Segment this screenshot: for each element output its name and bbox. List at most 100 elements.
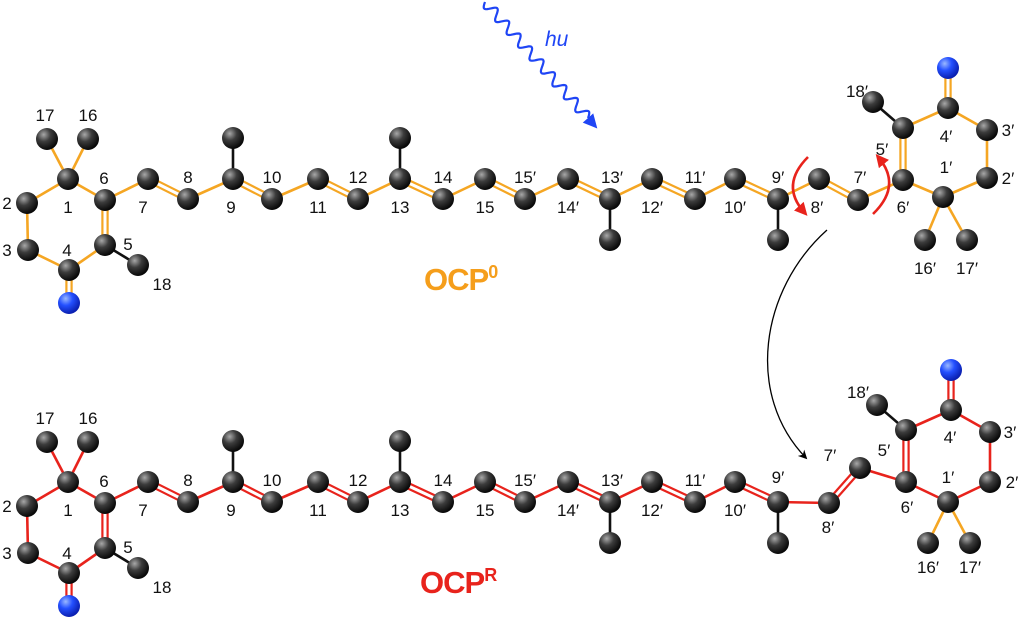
atom-label-c11: 11: [309, 198, 327, 217]
atom-label-c13p: 13′: [601, 471, 623, 490]
carbon-atom-c2p-ocp0: [976, 167, 998, 189]
molecule-ocp0: [25, 68, 989, 303]
carbon-atom-c10-ocp0: [261, 188, 283, 210]
carbon-atom-c16p-ocp0: [914, 229, 936, 251]
state-name: OCP: [420, 565, 485, 600]
carbon-atom-c6-ocpr: [94, 492, 116, 514]
state-superscript: R: [484, 565, 497, 585]
atom-label-c15p: 15′: [514, 471, 536, 490]
annotations-layer: hu OCP0 OCPR: [420, 1, 891, 600]
light-arrowhead-icon: [582, 113, 598, 129]
carbon-atom-c11p-ocp0: [684, 188, 706, 210]
atom-label-c12p: 12′: [641, 198, 663, 217]
atom-label-c1: 1: [63, 198, 72, 217]
atom-label-c11p: 11′: [685, 471, 706, 490]
atom-label-c17: 17: [36, 409, 55, 428]
carbon-atom-c6p-ocpr: [895, 471, 917, 493]
atom-label-c4: 4: [62, 241, 71, 260]
molecule-ocpr: [25, 370, 992, 606]
carbon-atom-c12-ocp0: [347, 188, 369, 210]
atom-label-c3p: 3′: [1004, 423, 1017, 442]
atom-label-c1p: 1′: [942, 468, 955, 487]
carbon-atom-c5p-ocp0: [892, 117, 914, 139]
atom-label-c4p: 4′: [940, 127, 953, 146]
atom-label-c17p: 17′: [959, 558, 981, 577]
atom-label-c12: 12: [349, 168, 368, 187]
atom-label-c10p: 10′: [724, 198, 746, 217]
atom-label-c13: 13: [391, 501, 410, 520]
carbon-atom-c16-ocpr: [77, 431, 99, 453]
carbon-atom-c8p-ocpr: [818, 492, 840, 514]
transition-arrow: [766, 229, 828, 460]
carbon-atom-c17-ocpr: [36, 431, 58, 453]
carbon-atom-c17-ocp0: [36, 128, 58, 150]
oxygen-atom-o4-ocp0: [58, 292, 80, 314]
carbon-atom-m9p-ocp0: [767, 229, 789, 251]
atom-label-c3: 3: [2, 241, 11, 260]
atom-label-c13p: 13′: [601, 168, 623, 187]
carbon-atom-c7-ocp0: [137, 168, 159, 190]
state-name: OCP: [424, 262, 489, 297]
atom-label-c6p: 6′: [897, 198, 910, 217]
carbon-atom-c10-ocpr: [261, 491, 283, 513]
atom-label-c18: 18: [153, 578, 172, 597]
atom-label-c7: 7: [138, 501, 147, 520]
light-wave-icon: [482, 1, 591, 119]
atom-label-c14: 14: [434, 471, 453, 490]
atom-label-c10: 10: [263, 168, 282, 187]
atom-label-c2p: 2′: [1002, 169, 1015, 188]
atom-label-c10p: 10′: [724, 501, 746, 520]
atom-label-c8p: 8′: [822, 518, 835, 537]
state-label-ocp0: OCP0: [424, 262, 498, 297]
atom-label-c8: 8: [183, 471, 192, 490]
atom-label-c8: 8: [183, 168, 192, 187]
atom-label-c16: 16: [79, 409, 98, 428]
carbon-atom-c1p-ocpr: [937, 491, 959, 513]
oxygen-atom-o4-ocpr: [58, 595, 80, 617]
carbon-atom-c9p-ocpr: [767, 491, 789, 513]
carbon-atom-c18-ocp0: [127, 254, 149, 276]
atom-label-c14: 14: [434, 168, 453, 187]
atom-label-c15: 15: [476, 501, 495, 520]
atom-label-c3: 3: [2, 544, 11, 563]
atom-label-c2p: 2′: [1006, 473, 1019, 492]
atom-label-c18: 18: [153, 275, 172, 294]
carbon-atom-c15-ocp0: [474, 168, 496, 190]
carbon-atom-c14-ocp0: [432, 188, 454, 210]
atom-label-c15p: 15′: [514, 168, 536, 187]
carbon-atom-m9-ocpr: [222, 430, 244, 452]
carbon-atom-c16-ocp0: [77, 128, 99, 150]
carbon-atom-c9-ocp0: [222, 168, 244, 190]
carbon-atom-c12p-ocp0: [641, 168, 663, 190]
atom-label-c11: 11: [309, 501, 327, 520]
atom-label-c6: 6: [99, 169, 108, 188]
atom-label-c2: 2: [2, 194, 11, 213]
carbon-atom-c13p-ocpr: [599, 491, 621, 513]
state-superscript: 0: [488, 262, 498, 282]
carbon-atom-c2-ocpr: [16, 495, 38, 517]
carbon-atom-c11-ocp0: [307, 168, 329, 190]
atom-label-c1p: 1′: [940, 158, 953, 177]
bonds-layer: [25, 68, 992, 606]
carbon-atom-c14p-ocpr: [557, 471, 579, 493]
atom-label-c1: 1: [63, 501, 72, 520]
carbon-atom-c4-ocpr: [58, 562, 80, 584]
carbon-atom-c8-ocp0: [177, 188, 199, 210]
atom-label-c9p: 9′: [772, 168, 785, 187]
atom-label-c18p: 18′: [847, 383, 869, 402]
atom-label-c16: 16: [79, 106, 98, 125]
carbon-atom-c5-ocp0: [94, 234, 116, 256]
atom-label-c9: 9: [226, 198, 235, 217]
atom-label-c14p: 14′: [557, 501, 579, 520]
carbon-atom-c9p-ocp0: [767, 188, 789, 210]
carbon-atom-c13p-ocp0: [599, 188, 621, 210]
carbon-atom-c5p-ocpr: [895, 419, 917, 441]
oxygen-atom-o4p-ocpr: [940, 359, 962, 381]
carbon-atom-m9-ocp0: [222, 127, 244, 149]
carbon-atom-c11p-ocpr: [684, 491, 706, 513]
carbon-atom-c8-ocpr: [177, 491, 199, 513]
carbon-atom-c10p-ocpr: [724, 471, 746, 493]
carbon-atom-c3p-ocp0: [976, 119, 998, 141]
